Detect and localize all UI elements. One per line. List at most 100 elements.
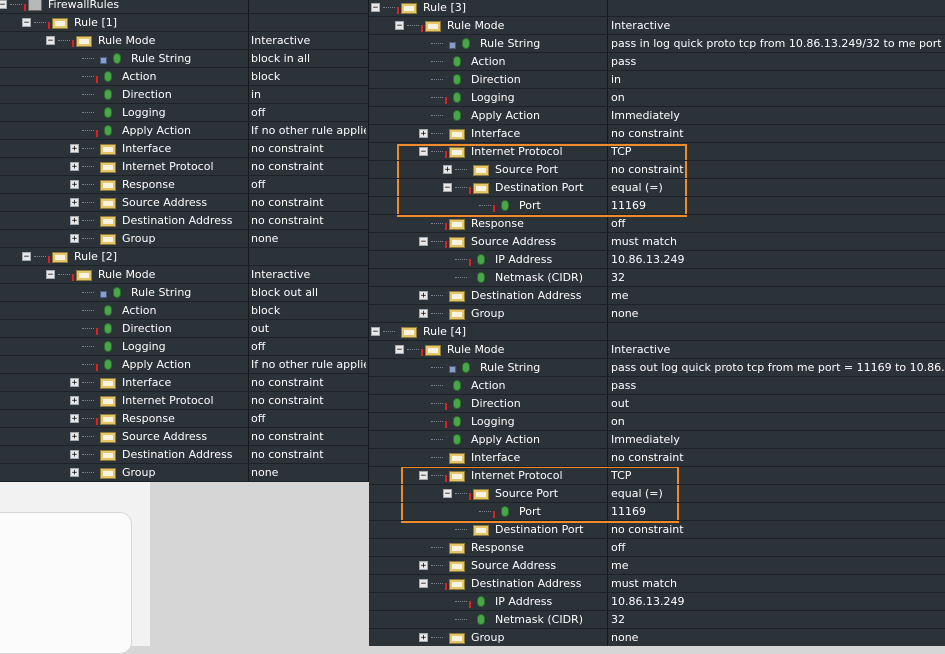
tree-node-value[interactable] bbox=[251, 248, 366, 265]
expand-toggle-icon[interactable]: + bbox=[70, 162, 79, 172]
tree-node[interactable]: Response bbox=[419, 539, 524, 556]
tree-node[interactable]: Apply Action bbox=[70, 122, 191, 139]
expand-toggle-icon[interactable]: + bbox=[70, 144, 79, 154]
tree-node[interactable]: Netmask (CIDR) bbox=[443, 611, 583, 628]
expand-toggle-icon[interactable]: + bbox=[419, 309, 428, 319]
tree-node[interactable]: Logging bbox=[419, 89, 515, 106]
tree-node-value[interactable]: me bbox=[611, 289, 629, 302]
tree-node-value[interactable]: 10.86.13.249 bbox=[611, 595, 685, 608]
tree-node-value[interactable]: Immediately bbox=[611, 109, 680, 122]
tree-node[interactable]: −Rule Mode bbox=[395, 341, 504, 358]
tree-row-logging[interactable]: Logging on bbox=[369, 89, 945, 107]
collapse-toggle-icon[interactable]: − bbox=[419, 579, 428, 589]
tree-node[interactable]: Destination Port bbox=[443, 521, 583, 538]
tree-node-value[interactable]: pass bbox=[611, 379, 637, 392]
tree-node[interactable]: +Source Address bbox=[419, 557, 556, 574]
tree-row-source-address[interactable]: +Source Address no constraint bbox=[0, 194, 368, 212]
tree-node[interactable]: +Group bbox=[70, 464, 156, 481]
tree-node[interactable]: +Response bbox=[70, 410, 175, 427]
tree-node[interactable]: +Interface bbox=[419, 125, 520, 142]
tree-row-response[interactable]: Response off bbox=[369, 539, 945, 557]
tree-node-value[interactable]: in bbox=[611, 73, 622, 86]
tree-node-value[interactable]: off bbox=[251, 106, 266, 119]
tree-node-value[interactable]: no constraint bbox=[251, 196, 324, 209]
tree-node[interactable]: +Destination Address bbox=[70, 446, 232, 463]
tree-node[interactable]: Direction bbox=[419, 395, 521, 412]
collapse-toggle-icon[interactable]: − bbox=[419, 147, 428, 157]
expand-toggle-icon[interactable]: + bbox=[70, 234, 79, 244]
tree-node-value[interactable]: block bbox=[251, 304, 281, 317]
tree-node[interactable]: Logging bbox=[70, 338, 166, 355]
tree-row-netmask-cidr[interactable]: Netmask (CIDR)32 bbox=[369, 269, 945, 287]
expand-toggle-icon[interactable]: + bbox=[70, 216, 79, 226]
tree-node-value[interactable]: no constraint bbox=[611, 163, 684, 176]
tree-node-value[interactable]: off bbox=[251, 340, 266, 353]
tree-node-value[interactable]: pass bbox=[611, 55, 637, 68]
tree-row-response[interactable]: +Response off bbox=[0, 410, 368, 428]
tree-node-value[interactable]: no constraint bbox=[251, 448, 324, 461]
tree-node-value[interactable] bbox=[611, 0, 945, 16]
tree-node[interactable]: −Rule Mode bbox=[46, 32, 155, 49]
tree-node[interactable]: +Interface bbox=[70, 374, 171, 391]
tree-node[interactable]: −FirewallRules bbox=[0, 0, 119, 13]
tree-node[interactable]: +Group bbox=[419, 305, 505, 322]
tree-node[interactable]: −Rule Mode bbox=[395, 17, 504, 34]
tree-node-value[interactable]: on bbox=[611, 415, 625, 428]
tree-node-value[interactable]: me bbox=[611, 559, 629, 572]
tree-node-value[interactable]: TCP bbox=[611, 145, 632, 158]
tree-node-value[interactable]: must match bbox=[611, 577, 678, 590]
expand-toggle-icon[interactable]: + bbox=[70, 468, 79, 478]
tree-row-apply-action[interactable]: Apply Action If no other rule applies bbox=[0, 122, 368, 140]
expand-toggle-icon[interactable]: + bbox=[70, 396, 79, 406]
tree-node[interactable]: +Destination Address bbox=[70, 212, 232, 229]
tree-node[interactable]: Response bbox=[419, 215, 524, 232]
collapse-toggle-icon[interactable]: − bbox=[371, 327, 380, 337]
tree-node[interactable]: −Source Port bbox=[443, 485, 558, 502]
tree-node-value[interactable]: If no other rule applies bbox=[251, 124, 366, 137]
tree-node-value[interactable]: none bbox=[251, 466, 279, 479]
column-divider[interactable] bbox=[607, 0, 608, 646]
tree-node-value[interactable]: Interactive bbox=[251, 268, 311, 281]
tree-node[interactable]: −Rule [1] bbox=[22, 14, 117, 31]
collapse-toggle-icon[interactable]: − bbox=[419, 471, 428, 481]
tree-node-value[interactable]: off bbox=[611, 541, 626, 554]
collapse-toggle-icon[interactable]: − bbox=[395, 21, 404, 31]
tree-node-value[interactable]: If no other rule applies bbox=[251, 358, 366, 371]
tree-node-value[interactable]: none bbox=[611, 307, 639, 320]
collapse-toggle-icon[interactable]: − bbox=[443, 489, 452, 499]
expand-toggle-icon[interactable]: + bbox=[419, 129, 428, 139]
tree-node[interactable]: Rule String bbox=[419, 35, 540, 52]
tree-node-value[interactable]: Interactive bbox=[611, 343, 671, 356]
tree-node-value[interactable]: on bbox=[611, 91, 625, 104]
tree-node-value[interactable]: out bbox=[251, 322, 270, 335]
tree-node-value[interactable]: pass out log quick proto tcp from me por… bbox=[611, 361, 945, 374]
tree-node[interactable]: +Group bbox=[70, 230, 156, 247]
tree-node[interactable]: −Rule [2] bbox=[22, 248, 117, 265]
tree-node-value[interactable]: off bbox=[251, 178, 266, 191]
collapse-toggle-icon[interactable]: − bbox=[419, 237, 428, 247]
tree-node-value[interactable]: equal (=) bbox=[611, 181, 663, 194]
tree-node-value[interactable]: no constraint bbox=[251, 160, 324, 173]
tree-node-value[interactable]: off bbox=[251, 412, 266, 425]
tree-node[interactable]: +Interface bbox=[70, 140, 171, 157]
expand-toggle-icon[interactable]: + bbox=[443, 165, 452, 175]
column-divider[interactable] bbox=[248, 0, 249, 482]
tree-node[interactable]: Logging bbox=[419, 413, 515, 430]
tree-node-value[interactable]: Interactive bbox=[251, 34, 311, 47]
tree-node[interactable]: +Source Address bbox=[70, 194, 207, 211]
